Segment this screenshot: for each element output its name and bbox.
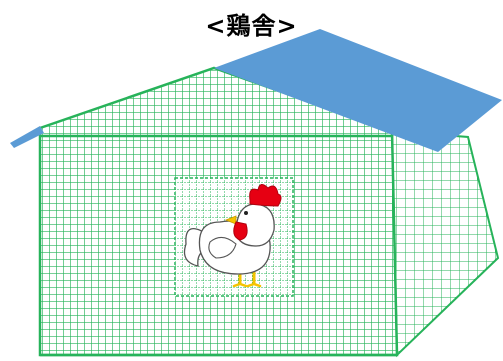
coop-roof xyxy=(214,29,502,152)
diagram-title: <鶏舎> xyxy=(205,12,298,40)
coop-side-wall xyxy=(390,129,500,358)
roof-eave xyxy=(10,126,44,148)
rooster-icon xyxy=(183,184,282,288)
